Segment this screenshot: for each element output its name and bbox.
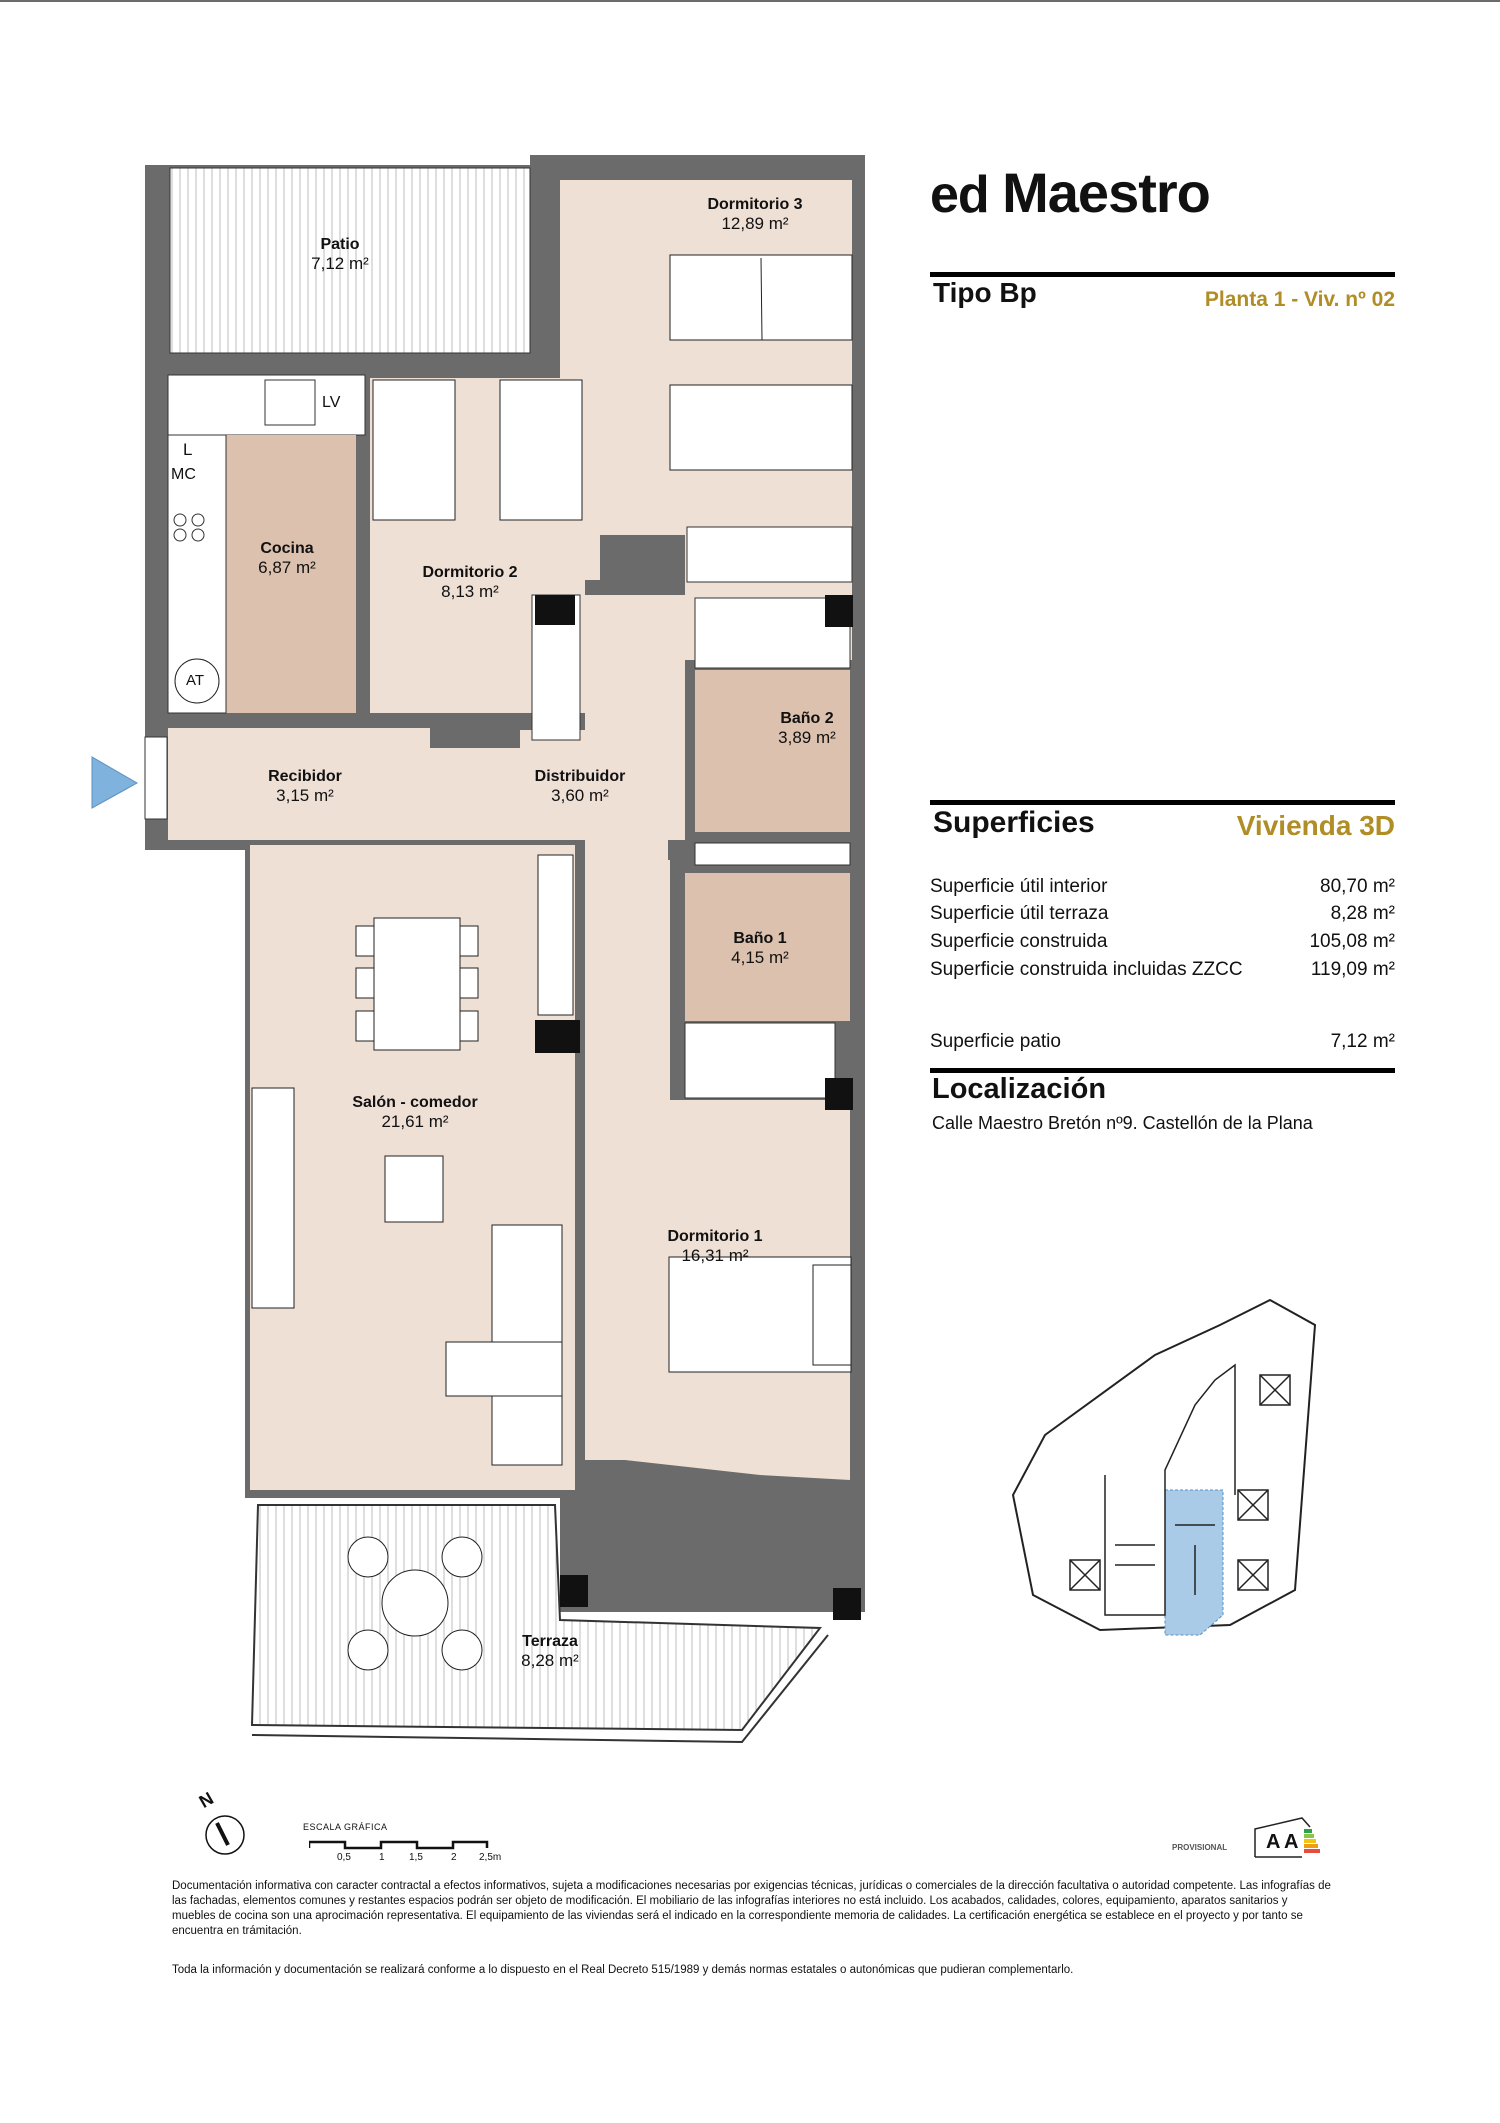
scale-tick: 1: [379, 1852, 385, 1863]
room-terraza: Terraza 8,28 m²: [500, 1633, 600, 1671]
page-top-border: [0, 0, 1500, 2]
disclaimer-paragraph-1: Documentación informativa con caracter c…: [172, 1880, 1331, 1937]
superficie-value: 105,08 m²: [1309, 931, 1395, 952]
room-name: Cocina: [260, 540, 314, 557]
room-area: 8,28 m²: [521, 1651, 579, 1671]
fixture-at-label: AT: [186, 672, 205, 689]
room-area: 3,15 m²: [276, 786, 334, 806]
superficie-row: Superficie útil terraza 8,28 m²: [930, 903, 1395, 925]
energy-provisional-label: PROVISIONAL: [1172, 1843, 1228, 1852]
superficies-divider: [930, 800, 1395, 805]
room-patio: Patio 7,12 m²: [290, 236, 390, 274]
room-area: 3,89 m²: [778, 728, 836, 748]
superficies-title: Superficies: [933, 806, 1095, 839]
room-area: 12,89 m²: [721, 214, 789, 234]
superficie-value: 119,09 m²: [1310, 959, 1395, 980]
unit-type: Tipo Bp: [933, 277, 1037, 308]
scale-tick: 0,5: [337, 1852, 351, 1863]
energy-house-icon: [1254, 1817, 1320, 1858]
room-name: Dormitorio 2: [422, 564, 518, 581]
logo-part-2: Maestro: [1002, 161, 1211, 224]
room-name: Baño 2: [780, 710, 834, 727]
room-area: 21,61 m²: [381, 1112, 449, 1132]
compass: N: [195, 1788, 255, 1860]
scale-tick: 2: [451, 1852, 457, 1863]
disclaimer-paragraph-2: Toda la información y documentación se r…: [172, 1964, 1074, 1976]
room-area: 16,31 m²: [681, 1246, 749, 1266]
superficie-patio-row: Superficie patio 7,12 m²: [930, 1031, 1395, 1053]
logo-part-1: ed: [930, 166, 990, 224]
room-name: Patio: [320, 236, 360, 253]
room-name: Terraza: [522, 1633, 578, 1650]
room-bano-2: Baño 2 3,89 m²: [762, 710, 852, 748]
superficies-subtitle: Vivienda 3D: [1236, 810, 1395, 841]
scale-title: ESCALA GRÁFICA: [303, 1822, 388, 1832]
fixture-mc-label: MC: [171, 466, 196, 483]
room-bano-1: Baño 1 4,15 m²: [720, 930, 800, 968]
room-name: Salón - comedor: [352, 1094, 478, 1111]
superficie-value: 8,28 m²: [1330, 903, 1395, 924]
superficie-value: 80,70 m²: [1320, 876, 1395, 897]
room-name: Baño 1: [733, 930, 787, 947]
superficie-label: Superficie útil interior: [930, 876, 1108, 897]
floor-plan: [91, 155, 865, 1744]
energy-rating-2: A: [1284, 1831, 1299, 1853]
header-divider: [930, 272, 1395, 277]
room-area: 6,87 m²: [258, 558, 316, 578]
room-name: Dormitorio 3: [707, 196, 803, 213]
location-key-plan: [1011, 1298, 1317, 1636]
room-area: 3,60 m²: [551, 786, 609, 806]
energy-rating-1: A: [1266, 1831, 1281, 1853]
room-name: Recibidor: [268, 768, 342, 785]
localizacion-title: Localización: [932, 1073, 1107, 1105]
localizacion-address: Calle Maestro Bretón nº9. Castellón de l…: [932, 1113, 1313, 1133]
fixture-lv-label: LV: [322, 394, 341, 411]
unit-location: Planta 1 - Viv. nº 02: [1204, 288, 1395, 311]
superficie-label: Superficie construida: [930, 931, 1108, 952]
room-area: 7,12 m²: [311, 254, 369, 274]
superficie-row: Superficie útil interior 80,70 m²: [930, 876, 1395, 898]
superficie-row: Superficie construida incluidas ZZCC 119…: [930, 959, 1395, 981]
room-dormitorio-3: Dormitorio 3 12,89 m²: [680, 196, 830, 234]
room-area: 4,15 m²: [731, 948, 789, 968]
room-cocina: Cocina 6,87 m²: [237, 540, 337, 578]
room-dormitorio-1: Dormitorio 1 16,31 m²: [640, 1228, 790, 1266]
superficie-label: Superficie patio: [930, 1031, 1061, 1052]
room-distribuidor: Distribuidor 3,60 m²: [520, 768, 640, 806]
north-arrow-icon: [205, 1815, 245, 1855]
room-name: Dormitorio 1: [667, 1228, 763, 1245]
superficie-label: Superficie construida incluidas ZZCC: [930, 959, 1243, 980]
localizacion-divider: [930, 1068, 1395, 1073]
scale-tick: 2,5m: [479, 1852, 502, 1863]
energy-certificate: PROVISIONAL A A: [1172, 1815, 1322, 1860]
room-salon-comedor: Salón - comedor 21,61 m²: [340, 1094, 490, 1132]
brand-logo: ed Maestro: [930, 160, 1211, 225]
scale-bar: ESCALA GRÁFICA 0,5 1 1,5 2 2,5m: [303, 1822, 583, 1872]
superficie-label: Superficie útil terraza: [930, 903, 1109, 924]
superficie-value: 7,12 m²: [1330, 1031, 1395, 1052]
room-dormitorio-2: Dormitorio 2 8,13 m²: [405, 564, 535, 602]
fixture-l-label: L: [183, 440, 193, 459]
room-recibidor: Recibidor 3,15 m²: [255, 768, 355, 806]
superficie-row: Superficie construida 105,08 m²: [930, 931, 1395, 953]
room-area: 8,13 m²: [441, 582, 499, 602]
scale-tick: 1,5: [409, 1852, 423, 1863]
room-name: Distribuidor: [534, 768, 626, 785]
